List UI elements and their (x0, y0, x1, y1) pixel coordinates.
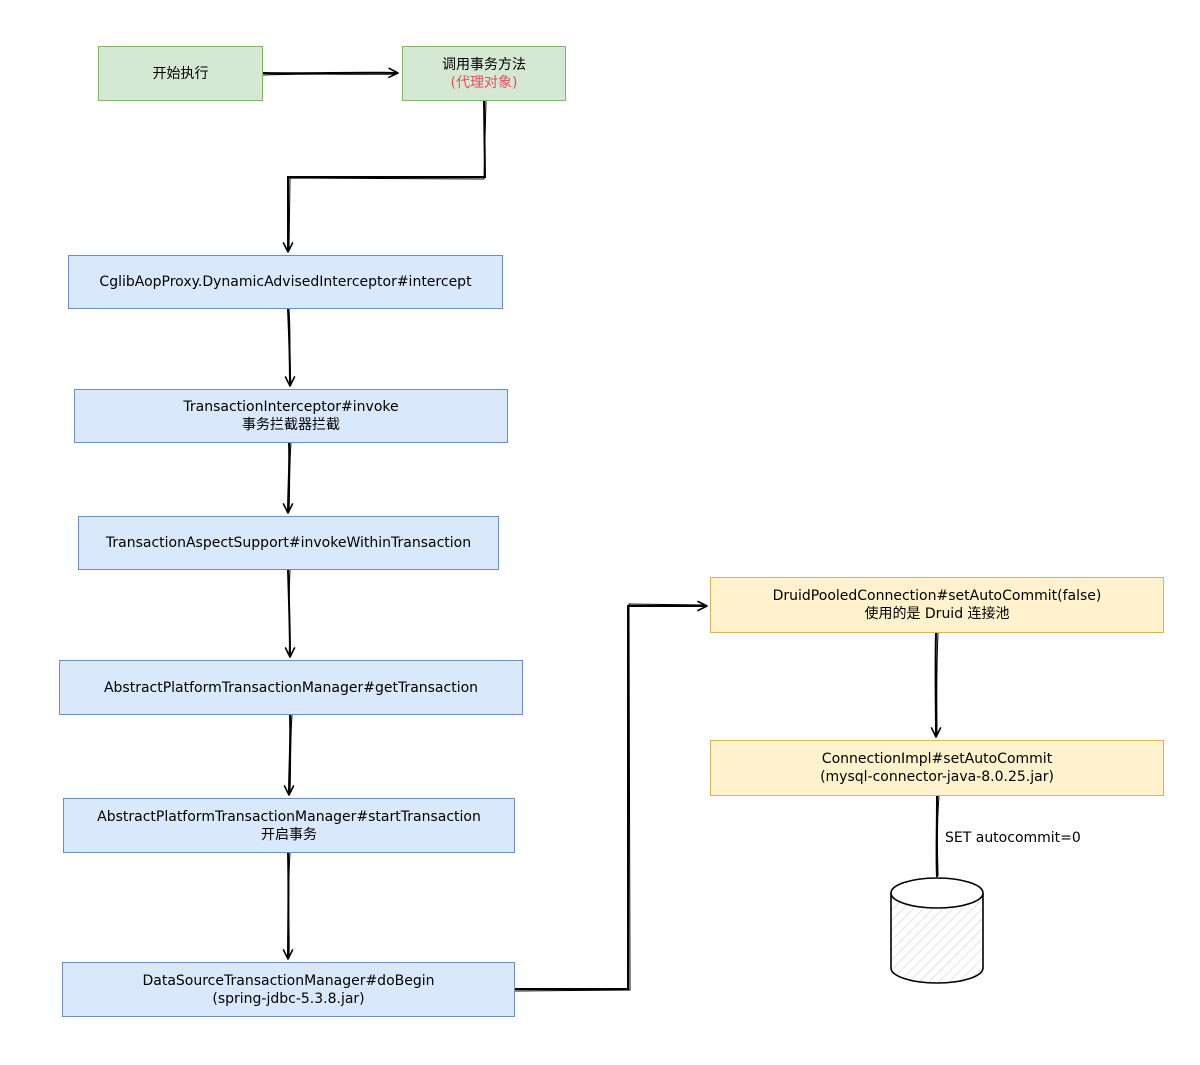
edge-interceptor-to-aspect (282, 442, 294, 514)
edge-get-to-start (283, 714, 295, 796)
sql-edge-label: SET autocommit=0 (945, 829, 1081, 847)
druid-pool-note: 使用的是 Druid 连接池 (864, 606, 1010, 622)
transaction-interceptor-node: TransactionInterceptor#invoke 事务拦截器拦截 (74, 389, 508, 443)
transaction-interceptor-label: TransactionInterceptor#invoke (183, 399, 399, 415)
connection-impl-jar-note: (mysql-connector-java-8.0.25.jar) (820, 769, 1054, 785)
database-cylinder-icon (890, 877, 984, 984)
do-begin-jar-note: (spring-jdbc-5.3.8.jar) (212, 990, 365, 1007)
get-transaction-node: AbstractPlatformTransactionManager#getTr… (59, 660, 523, 715)
cglib-intercept-label: CglibAopProxy.DynamicAdvisedInterceptor#… (99, 274, 472, 290)
druid-set-auto-commit-node: DruidPooledConnection#setAutoCommit(fals… (710, 577, 1164, 633)
connection-impl-node: ConnectionImpl#setAutoCommit (mysql-conn… (710, 740, 1164, 796)
start-transaction-label: AbstractPlatformTransactionManager#start… (97, 808, 481, 825)
transaction-aspect-support-node: TransactionAspectSupport#invokeWithinTra… (78, 516, 499, 570)
call-transaction-method-node: 调用事务方法 (代理对象) (402, 46, 566, 101)
connection-impl-label: ConnectionImpl#setAutoCommit (821, 751, 1053, 767)
edge-aspect-to-get (284, 569, 296, 658)
start-node: 开始执行 (98, 46, 263, 101)
edge-start-to-call (262, 67, 399, 79)
proxy-object-note: (代理对象) (450, 74, 518, 91)
call-transaction-method-label: 调用事务方法 (442, 56, 526, 73)
transaction-aspect-support-label: TransactionAspectSupport#invokeWithinTra… (105, 535, 472, 551)
edge-call-to-cglib (282, 100, 487, 253)
start-transaction-note: 开启事务 (261, 826, 317, 843)
get-transaction-label: AbstractPlatformTransactionManager#getTr… (103, 679, 479, 696)
do-begin-label: DataSourceTransactionManager#doBegin (142, 972, 435, 989)
edge-dobegin-to-druid (514, 600, 708, 992)
edge-start-to-dobegin (282, 852, 294, 960)
start-transaction-node: AbstractPlatformTransactionManager#start… (63, 798, 515, 853)
transaction-interceptor-note: 事务拦截器拦截 (242, 417, 340, 433)
start-node-label: 开始执行 (152, 65, 209, 82)
druid-set-auto-commit-label: DruidPooledConnection#setAutoCommit(fals… (772, 588, 1102, 604)
edge-druid-to-connimpl (930, 632, 942, 738)
edge-cglib-to-interceptor (284, 308, 296, 387)
cglib-intercept-node: CglibAopProxy.DynamicAdvisedInterceptor#… (68, 255, 503, 309)
do-begin-node: DataSourceTransactionManager#doBegin (sp… (62, 962, 515, 1017)
edge-connimpl-to-database (935, 795, 940, 878)
